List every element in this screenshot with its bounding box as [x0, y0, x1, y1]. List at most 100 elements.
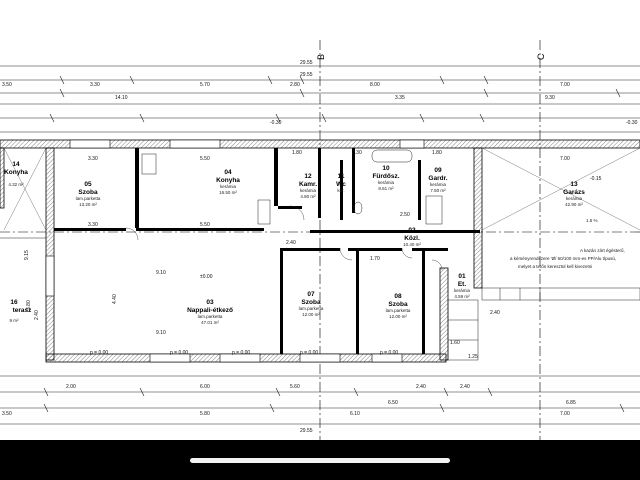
dim-int-17: 9.15: [24, 250, 30, 260]
dim-int-13: 1.80: [432, 150, 442, 156]
note-chimney-1: A kazán zárt égésterű,: [580, 248, 625, 253]
room-01-num: 01: [458, 273, 466, 280]
room-03-area: 47.01 m²: [201, 320, 219, 325]
dim-bottom-5: 2.40: [460, 384, 470, 390]
room-14-area: 4.32 m²: [8, 182, 24, 187]
level-marks: -0.30 -0.30 ±0.00 p = 0.00 p = 0.00 p = …: [90, 120, 638, 356]
room-05-num: 05: [84, 181, 92, 188]
room-12-num: 12: [304, 173, 312, 180]
level-p0-1: p = 0.00: [90, 350, 108, 356]
room-01-mat: kerámia: [454, 288, 471, 293]
dim-int-6: 9.10: [156, 330, 166, 336]
room-08-num: 08: [394, 293, 402, 300]
wall-far-west: [0, 147, 5, 209]
dim-top-4: 2.80: [290, 82, 300, 88]
dim-top-7: 14.10: [115, 95, 128, 101]
wall-garage-west: [473, 147, 483, 289]
dim-top-8: 3.35: [395, 95, 405, 101]
door-swings: [125, 205, 443, 271]
floor-plan: B C B C 29.55 29.55 3.50 3.30 5.70 2.80 …: [0, 40, 640, 440]
bathtub-fixture: [371, 149, 413, 163]
bottom-dimension-lines: [0, 375, 640, 425]
dim-int-9: 2.40: [34, 310, 40, 320]
dim-int-7: 4.40: [112, 294, 118, 304]
room-07-area: 12.00 m²: [302, 312, 320, 317]
room-10-mat: kerámia: [378, 180, 395, 185]
room-10-area: 8.61 m²: [378, 186, 394, 191]
dim-bottom-10: 6.50: [388, 400, 398, 406]
fixtures: [141, 149, 443, 225]
level-p0-5: p = 0.00: [380, 350, 398, 356]
interior-walls: [54, 148, 480, 354]
dim-bottom-total: 29.55: [300, 428, 313, 434]
room-07-num: 07: [307, 291, 315, 298]
room-16-area: 9 m²: [10, 318, 20, 323]
room-08-area: 12.00 m²: [389, 314, 407, 319]
entrance-steps: [447, 299, 479, 361]
room-01-area: 4.59 m²: [454, 294, 470, 299]
interior-dimensions: 3.30 5.50 3.30 5.50 9.10 9.10 4.40 2.40 …: [24, 150, 570, 360]
dim-bottom-4: 2.40: [416, 384, 426, 390]
room-04-name: Konyha: [216, 177, 240, 184]
dim-bottom-7: 3.50: [2, 411, 12, 417]
dim-bottom-3: 5.60: [290, 384, 300, 390]
room-05-area: 13.20 m²: [79, 202, 97, 207]
room-13-area: 42.90 m²: [565, 202, 583, 207]
room-08-name: Szoba: [388, 301, 408, 308]
room-09-name: Gardr.: [428, 175, 447, 182]
room-05-name: Szoba: [78, 189, 98, 196]
dim-bottom-1: 2.00: [66, 384, 76, 390]
toilet-fixture: [353, 201, 363, 215]
home-indicator[interactable]: [190, 458, 450, 463]
axis-lines: [0, 40, 640, 440]
bottom-dimension-ticks: [43, 387, 625, 413]
room-02-num: 02: [408, 227, 416, 234]
room-09-num: 09: [434, 167, 442, 174]
closet-fixture: [425, 195, 443, 225]
level-garage: -0.15: [590, 176, 602, 182]
dim-int-3: 3.30: [88, 222, 98, 228]
room-07-mat: lam.parketta: [299, 306, 324, 311]
dim-top-3: 5.70: [200, 82, 210, 88]
room-07-name: Szoba: [301, 299, 321, 306]
dim-top-total: 29.55: [300, 60, 313, 66]
note-chimney-2: a kéményrendszere 'Ø/ 60/100 mm-es PP/Al…: [510, 256, 616, 261]
terrace-steps: [447, 287, 640, 361]
room-03-name: Nappali-étkező: [187, 307, 233, 314]
axis-c-label-top: C: [536, 53, 546, 60]
room-12-area: 4.80 m²: [300, 194, 316, 199]
dim-int-4: 5.50: [200, 222, 210, 228]
dim-int-16: 7.00: [560, 156, 570, 162]
level-p0-4: p = 0.00: [300, 350, 318, 356]
wall-west-inner: [45, 147, 55, 361]
dim-int-18: 2.40: [490, 310, 500, 316]
room-08-mat: lam.parketta: [386, 308, 411, 313]
fridge-fixture: [257, 199, 271, 225]
dim-int-5: 9.10: [156, 270, 166, 276]
room-09-area: 7.50 m²: [430, 188, 446, 193]
level-p0-2: p = 0.00: [170, 350, 188, 356]
dim-int-14: 2.50: [400, 212, 410, 218]
level-zero: ±0.00: [200, 274, 213, 280]
room-14-name: Konyha: [4, 169, 28, 176]
dim-int-10: 3.80: [26, 300, 32, 310]
dim-bottom-2: 6.00: [200, 384, 210, 390]
room-13-mat: kerámia: [566, 196, 583, 201]
dim-int-11: 1.80: [292, 150, 302, 156]
dim-bottom-8: 5.80: [200, 411, 210, 417]
room-14-num: 14: [12, 161, 20, 168]
dim-top-total-2: 29.55: [300, 72, 313, 78]
dim-bottom-6: 6.85: [566, 400, 576, 406]
top-dimension-lines: [0, 65, 640, 133]
room-10-name: Fürdősz.: [372, 173, 399, 180]
dim-bottom-9: 6.10: [350, 411, 360, 417]
dim-top-2: 3.30: [90, 82, 100, 88]
room-12-name: Kamr.: [299, 181, 317, 188]
room-13-name: Garázs: [563, 189, 585, 196]
dim-int-20: 1.25: [468, 354, 478, 360]
room-13-num: 13: [570, 181, 578, 188]
dim-top-6: 7.00: [560, 82, 570, 88]
level-top-2: -0.30: [626, 120, 638, 126]
room-09-mat: kerámia: [430, 182, 447, 187]
room-01-name: Et.: [458, 281, 467, 288]
